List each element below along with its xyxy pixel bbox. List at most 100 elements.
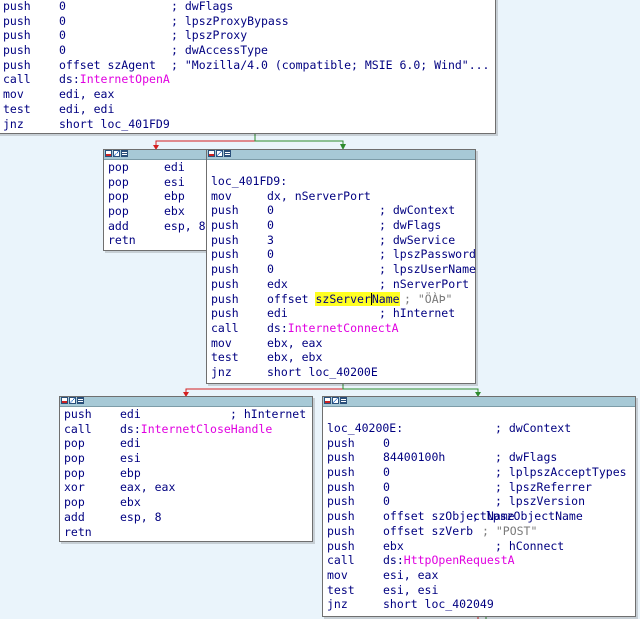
operand[interactable]: ds:HttpOpenRequestA xyxy=(383,553,515,568)
operand[interactable]: ebx xyxy=(383,539,404,554)
operand[interactable]: 0 xyxy=(59,28,66,43)
graph-icon[interactable] xyxy=(216,150,223,157)
operand[interactable]: 0 xyxy=(267,203,274,218)
operand[interactable]: ebp xyxy=(164,189,185,204)
operand[interactable]: edi, eax xyxy=(59,87,114,102)
api-name[interactable]: InternetOpenA xyxy=(79,72,170,87)
operand[interactable]: short loc_402049 xyxy=(383,597,494,612)
graph-icon[interactable] xyxy=(113,150,120,157)
operand[interactable]: ds:InternetConnectA xyxy=(267,321,399,336)
operand[interactable]: esi xyxy=(164,175,185,190)
operand[interactable]: 0 xyxy=(383,465,390,480)
graph-icon[interactable] xyxy=(332,397,339,404)
operand[interactable]: 0 xyxy=(267,218,274,233)
block-titlebar[interactable] xyxy=(104,150,206,160)
operand[interactable]: edi, edi xyxy=(59,102,114,117)
operand[interactable]: eax, eax xyxy=(120,480,175,495)
bar-chart-icon[interactable] xyxy=(324,397,331,404)
operand[interactable]: short loc_40200E xyxy=(267,365,378,380)
operand[interactable]: edi xyxy=(120,436,141,451)
operand[interactable]: ebx, ebx xyxy=(267,350,322,365)
block-titlebar[interactable] xyxy=(60,397,312,407)
api-name[interactable]: HttpOpenRequestA xyxy=(403,553,515,568)
graph-icon[interactable] xyxy=(69,397,76,404)
operand[interactable]: 3 xyxy=(267,233,274,248)
api-name[interactable]: InternetConnectA xyxy=(287,320,399,335)
operand[interactable]: 0 xyxy=(267,262,274,277)
operand[interactable]: ebp xyxy=(120,466,141,481)
operand[interactable]: esp, 8 xyxy=(164,219,206,234)
list-icon[interactable] xyxy=(77,397,84,404)
block-titlebar[interactable] xyxy=(323,397,635,407)
bar-chart-icon[interactable] xyxy=(105,150,112,157)
operand[interactable]: 0 xyxy=(59,14,66,29)
highlighted-symbol[interactable]: szServerName xyxy=(315,291,400,306)
operand[interactable]: 0 xyxy=(383,436,390,451)
operand[interactable]: 0 xyxy=(59,43,66,58)
instruction-line[interactable]: loc_40200E:; dwContext xyxy=(327,421,631,436)
operand[interactable]: 84400100h xyxy=(383,450,445,465)
code-label[interactable]: loc_40200E: xyxy=(327,421,404,435)
operand[interactable]: offset szVerb xyxy=(383,524,473,539)
operand[interactable]: short loc_401FD9 xyxy=(59,117,170,132)
operand[interactable]: esi, esi xyxy=(383,583,438,598)
operand[interactable]: edi xyxy=(164,160,185,175)
list-icon[interactable] xyxy=(224,150,231,157)
operand[interactable]: dx, nServerPort xyxy=(267,189,371,204)
operand[interactable]: esp, 8 xyxy=(120,510,162,525)
api-name[interactable]: InternetCloseHandle xyxy=(140,421,273,436)
instruction-line[interactable]: loc_401FD9: xyxy=(211,174,471,189)
operand[interactable]: ebx xyxy=(120,495,141,510)
operand[interactable]: edi xyxy=(267,306,288,321)
operand[interactable]: ebx, eax xyxy=(267,336,322,351)
block-titlebar[interactable] xyxy=(207,150,475,160)
bar-chart-icon[interactable] xyxy=(208,150,215,157)
operand[interactable]: offset szServerName xyxy=(267,291,400,307)
list-icon[interactable] xyxy=(121,150,128,157)
